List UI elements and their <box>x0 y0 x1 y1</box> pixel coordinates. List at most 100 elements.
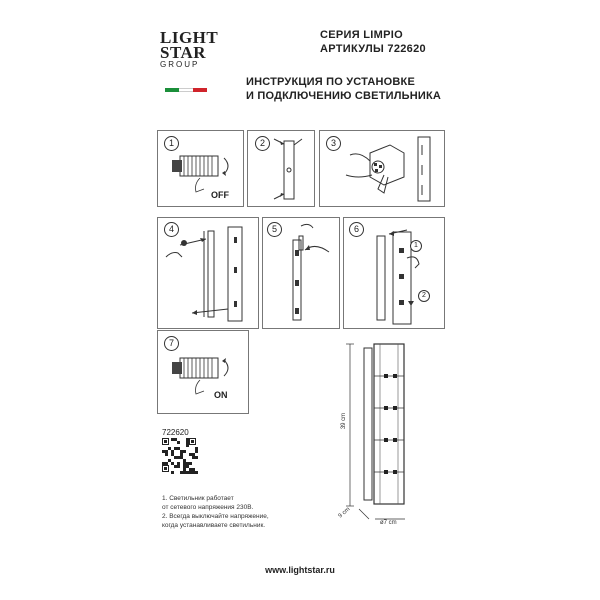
qr-module <box>165 462 168 465</box>
step-1-panel <box>157 130 244 207</box>
logo-line-1: LIGHT <box>160 28 219 47</box>
height-dimension-line <box>346 343 354 507</box>
breaker-on-icon <box>172 357 229 395</box>
note-line-2: от сетевого напряжения 230В. <box>162 504 254 511</box>
mounting-plate-icon <box>273 138 303 200</box>
series-name: СЕРИЯ LIMPIO <box>320 29 403 41</box>
qr-finder <box>164 440 167 443</box>
article-numbers: АРТИКУЛЫ 722620 <box>320 43 426 55</box>
qr-finder <box>164 467 167 470</box>
title-line-1: ИНСТРУКЦИЯ ПО УСТАНОВКЕ <box>246 76 415 88</box>
qr-module <box>180 453 183 456</box>
safety-notes: 1. Светильник работает от сетевого напря… <box>162 494 269 530</box>
qr-module <box>174 438 177 441</box>
wiring-connection-icon <box>345 136 431 202</box>
step-number-6: 6 <box>349 222 364 237</box>
note-line-3: 2. Всегда выключайте напряжение, <box>162 513 269 520</box>
step-number-4: 4 <box>164 222 179 237</box>
flag-stripe-green <box>165 88 179 92</box>
base-dimension-lines <box>358 508 405 520</box>
fixture-slide-icon <box>376 229 420 325</box>
qr-module <box>183 459 186 462</box>
website-link[interactable]: www.lightstar.ru <box>265 565 335 575</box>
qr-module <box>186 462 189 465</box>
qr-module <box>189 462 192 465</box>
qr-module <box>171 471 174 474</box>
logo-line-2: STAR <box>160 43 207 62</box>
qr-module <box>168 447 171 450</box>
qr-module <box>192 471 195 474</box>
brand-logo: LIGHT STAR GROUP <box>160 28 219 70</box>
step-4-panel <box>157 217 259 329</box>
step-number-3: 3 <box>326 136 341 151</box>
qr-module <box>189 471 192 474</box>
qr-module <box>171 453 174 456</box>
qr-module <box>192 468 195 471</box>
fixture-rotate-icon <box>292 223 330 321</box>
callout-2: 2 <box>418 290 430 302</box>
qr-module <box>177 456 180 459</box>
qr-module <box>165 453 168 456</box>
qr-module <box>177 462 180 465</box>
qr-module <box>195 450 198 453</box>
title-line-2: И ПОДКЛЮЧЕНИЮ СВЕТИЛЬНИКА <box>246 90 442 102</box>
qr-module <box>183 462 186 465</box>
flag-stripe-white <box>179 88 193 92</box>
note-line-4: когда устанавливаете светильник. <box>162 522 266 529</box>
qr-module <box>162 450 165 453</box>
qr-module <box>174 465 177 468</box>
qr-module <box>171 438 174 441</box>
qr-module <box>171 450 174 453</box>
product-fixture-drawing <box>363 343 405 505</box>
qr-module <box>174 447 177 450</box>
qr-module <box>186 465 189 468</box>
qr-module <box>180 471 183 474</box>
instruction-title: ИНСТРУКЦИЯ ПО УСТАНОВКЕ И ПОДКЛЮЧЕНИЮ СВ… <box>246 75 441 103</box>
qr-module <box>180 456 183 459</box>
qr-module <box>162 462 165 465</box>
step-number-1: 1 <box>164 136 179 151</box>
on-label: ON <box>214 390 228 400</box>
qr-module <box>183 471 186 474</box>
qr-module <box>186 441 189 444</box>
qr-module <box>189 468 192 471</box>
callout-1: 1 <box>410 240 422 252</box>
qr-module <box>195 471 198 474</box>
qr-module <box>186 471 189 474</box>
qr-module <box>192 453 195 456</box>
qr-module <box>186 444 189 447</box>
fixture-mount-screws-icon <box>165 226 243 322</box>
qr-module <box>180 450 183 453</box>
qr-module <box>189 453 192 456</box>
step-number-5: 5 <box>267 222 282 237</box>
qr-module <box>171 462 174 465</box>
logo-line-3: GROUP <box>160 60 200 69</box>
qr-module <box>183 450 186 453</box>
note-line-1: 1. Светильник работает <box>162 495 234 502</box>
step-3-panel <box>319 130 445 207</box>
qr-module <box>183 465 186 468</box>
step-7-panel <box>157 330 249 414</box>
series-block: СЕРИЯ LIMPIO АРТИКУЛЫ 722620 <box>320 28 426 56</box>
qr-module <box>186 438 189 441</box>
qr-module <box>177 465 180 468</box>
depth-dimension-label: 9 cm <box>337 506 352 520</box>
qr-module <box>192 456 195 459</box>
step-number-2: 2 <box>255 136 270 151</box>
qr-module <box>177 441 180 444</box>
qr-finder <box>191 440 194 443</box>
qr-module <box>165 450 168 453</box>
height-dimension-label: 39 cm <box>341 412 348 430</box>
qr-module <box>195 456 198 459</box>
qr-module <box>174 456 177 459</box>
step-6-panel <box>343 217 445 329</box>
width-dimension-label: ø7 cm <box>380 520 397 526</box>
article-code: 722620 <box>162 428 189 437</box>
italian-flag-icon <box>165 88 207 92</box>
step-number-7: 7 <box>164 336 179 351</box>
qr-module <box>195 447 198 450</box>
flag-stripe-red <box>193 88 207 92</box>
qr-module <box>168 459 171 462</box>
step-5-panel <box>262 217 340 329</box>
step-2-panel <box>247 130 315 207</box>
